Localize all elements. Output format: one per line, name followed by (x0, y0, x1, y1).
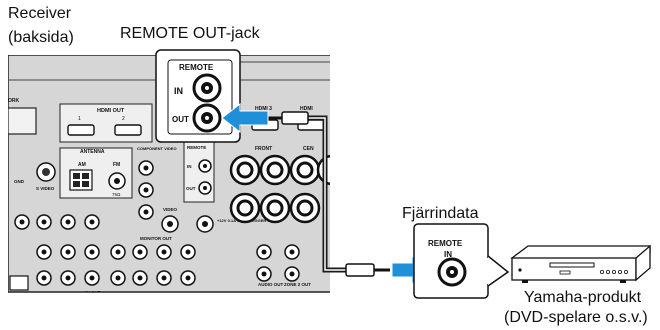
network-label: ORK (8, 98, 20, 104)
hdmi-2-port (114, 124, 142, 136)
monitor-out-label: MONITOR OUT (140, 236, 172, 241)
device-in-label: IN (444, 250, 452, 259)
hdmi-1-port (67, 124, 95, 136)
audio-out-label: AUDIO OUT (258, 282, 284, 287)
front-label: FRONT (255, 146, 272, 152)
video-label: VIDEO (163, 207, 178, 212)
product-sublabel: (DVD-spelare o.s.v.) (504, 309, 648, 326)
device-remote-in-jack (437, 257, 467, 287)
cable-plug-receiver (268, 111, 309, 125)
zone2-out-label: ZONE 2 OUT (284, 282, 311, 287)
center-label: CEN (303, 146, 314, 152)
hdmi-2-label: 2 (122, 116, 125, 122)
fm-label: FM (113, 162, 120, 168)
gnd-label: GND (14, 179, 25, 184)
hdmi-3-label: HDMI 3 (255, 106, 272, 112)
receiver-sublabel: (baksida) (8, 29, 74, 46)
device-callout-pointer (487, 255, 510, 287)
panel-remote-label: REMOTE (187, 145, 206, 150)
arrow-to-remote-out (221, 102, 269, 134)
remote-out-jack-label: REMOTE OUT-jack (120, 25, 260, 42)
remote-data-label: Fjärrindata (402, 205, 479, 222)
zoom-in-label: IN (174, 86, 183, 96)
rca-jack-grid (14, 214, 300, 286)
hdmi-1-label: 1 (78, 116, 81, 122)
zoom-remote-in-jack (192, 73, 222, 103)
zoom-out-label: OUT (172, 115, 189, 124)
av-out-label: AV OUT (84, 290, 101, 295)
product-label: Yamaha-produkt (524, 289, 642, 306)
receiver-label: Receiver (8, 5, 72, 22)
fm-ohm-label: 75Ω (112, 192, 121, 197)
hdmi-4-label: HDMI (300, 106, 313, 112)
zoom-remote-label: REMOTE (179, 63, 214, 72)
s-video-label: S VIDEO (36, 186, 55, 191)
panel-out-label: OUT (186, 186, 196, 191)
panel-in-label: IN (187, 164, 192, 169)
hdmi-out-label: HDMI OUT (97, 108, 125, 114)
zoom-remote-out-jack (192, 103, 222, 133)
optical-port (9, 275, 29, 291)
dvd-player-icon (510, 244, 651, 283)
antenna-label: ANTENNA (80, 149, 105, 155)
component-video-label: COMPONENT VIDEO (137, 146, 177, 151)
network-jack (8, 107, 37, 135)
cable-plug-device (345, 263, 390, 277)
component-video-jacks (138, 160, 154, 220)
device-remote-label: REMOTE (428, 239, 463, 248)
am-label: AM (78, 162, 86, 168)
